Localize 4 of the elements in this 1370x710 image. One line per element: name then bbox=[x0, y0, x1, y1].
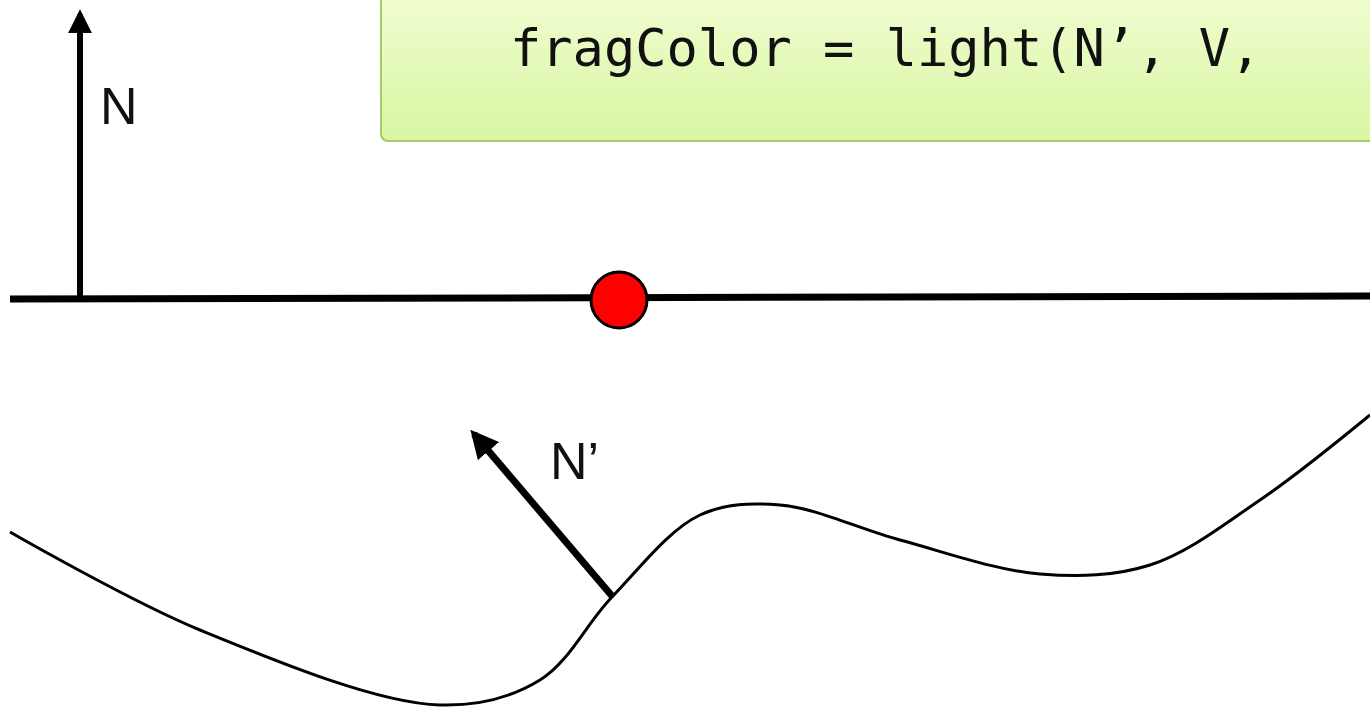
vector-label: N’ bbox=[550, 435, 600, 487]
code-text: fragColor = light(N’, V, bbox=[510, 18, 1262, 78]
code-box bbox=[380, 0, 1370, 142]
vector-label: N bbox=[100, 80, 138, 132]
